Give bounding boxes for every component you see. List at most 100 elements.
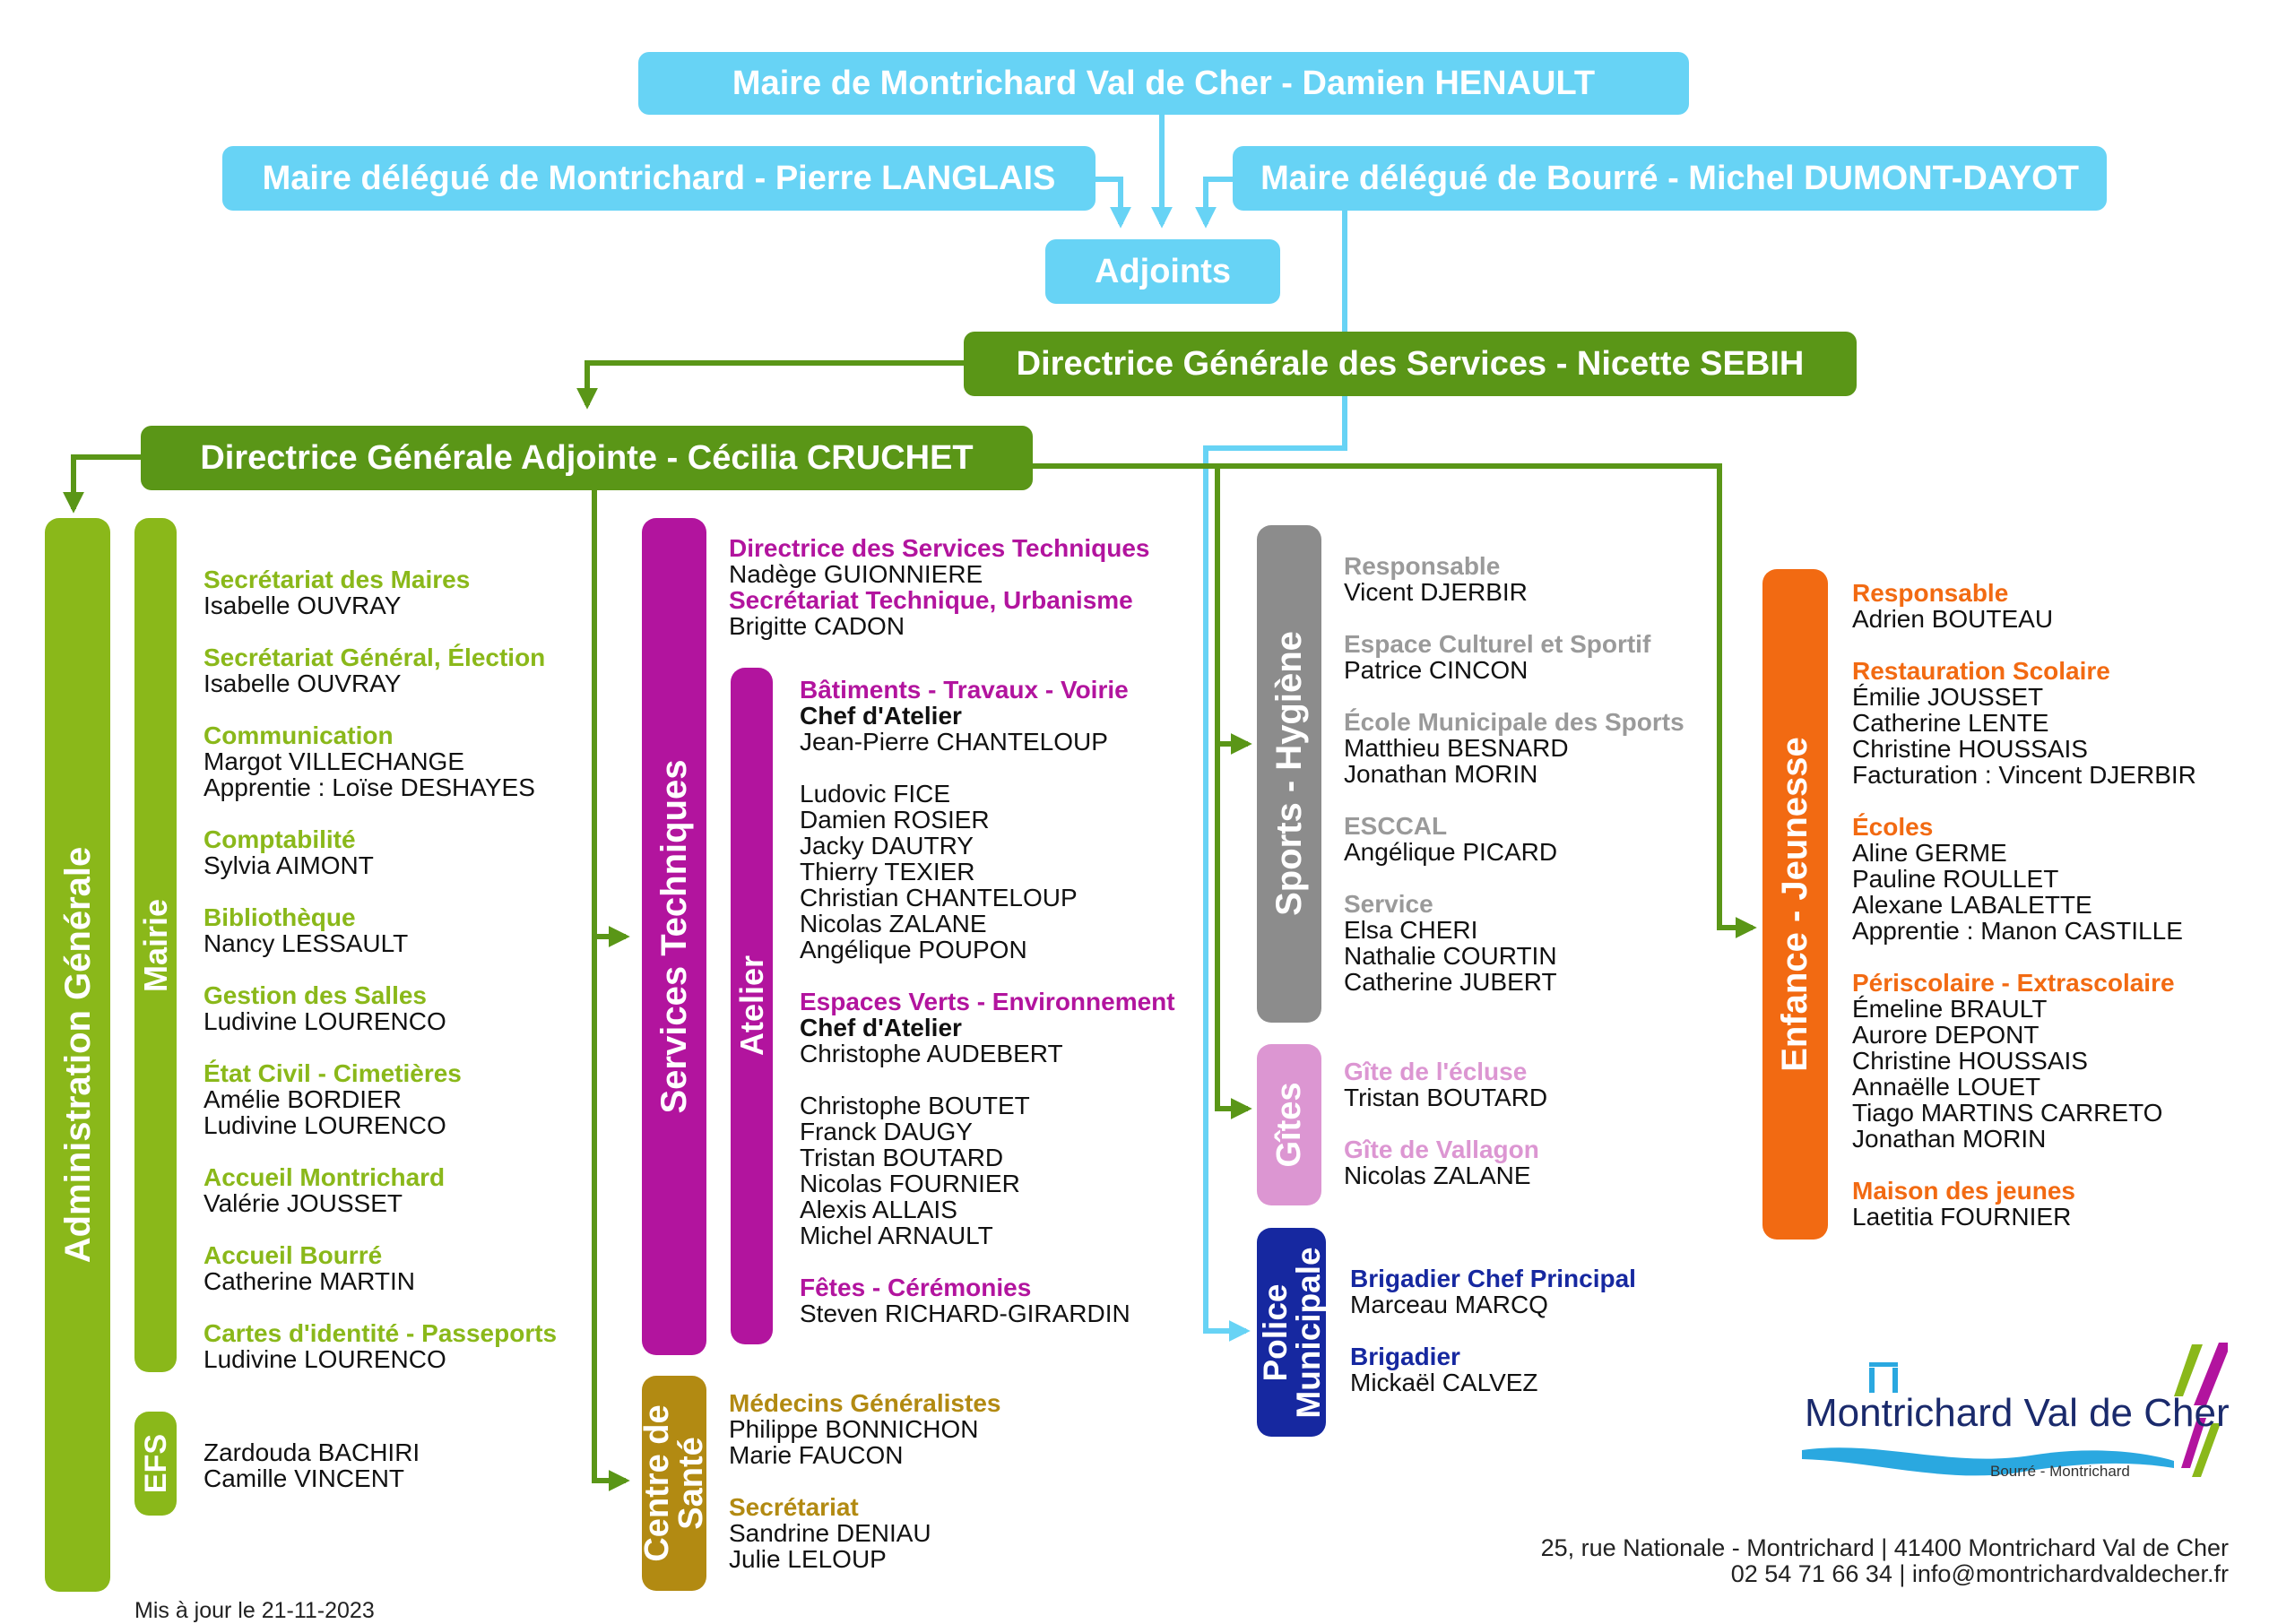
person-name: Catherine MARTIN [204,1267,416,1295]
dgs-label: Directrice Générale des Services - Nicet… [1016,344,1805,383]
atelier-list: Bâtiments - Travaux - Voirie Chef d'Atel… [800,677,1175,1326]
person-name: Nicolas ZALANE [1344,1162,1531,1189]
sports-heading: Responsable [1344,552,1501,580]
admin-title: Administration Générale [58,846,98,1264]
person-name: Brigitte CADON [729,612,905,640]
sports-heading: Service [1344,890,1433,918]
person-name: Apprentie : Manon CASTILLE [1852,917,2183,945]
person-name: Jacky DAUTRY [800,832,974,860]
person-name: Catherine JUBERT [1344,968,1557,996]
sports-heading: Espace Culturel et Sportif [1344,630,1651,658]
enfance-heading: Responsable [1852,579,2009,607]
person-name: Émilie JOUSSET [1852,683,2044,711]
person-name: Ludovic FICE [800,780,951,808]
mairie-heading: Accueil Bourré [204,1241,383,1269]
police-title-line1: Police [1257,1283,1294,1382]
logo-graphic [1802,1343,2228,1477]
enfance-heading: Restauration Scolaire [1852,657,2110,685]
efs-list: Zardouda BACHIRI Camille VINCENT [204,1439,420,1491]
person-name: Tristan BOUTARD [1344,1084,1548,1111]
person-name: Ludivine LOURENCO [204,1007,446,1035]
person-name: Ludivine LOURENCO [204,1345,446,1373]
footer-address: 25, rue Nationale - Montrichard | 41400 … [1540,1534,2229,1561]
person-name: Aurore DEPONT [1852,1021,2040,1049]
mairie-label: Mairie [137,898,174,993]
maire-label: Maire de Montrichard Val de Cher - Damie… [732,64,1596,102]
person-name: Angélique PICARD [1344,838,1558,866]
person-name: Amélie BORDIER [204,1085,402,1113]
person-name: Julie LELOUP [729,1545,887,1573]
person-name: Nancy LESSAULT [204,929,409,957]
mairie-heading: Comptabilité [204,825,356,853]
person-name: Christine HOUSSAIS [1852,1047,2088,1075]
espaces-verts-heading: Espaces Verts - Environnement [800,988,1175,1015]
person-name: Marceau MARCQ [1350,1291,1548,1318]
person-name: Jonathan MORIN [1852,1125,2047,1153]
dga-to-sante-line [592,937,630,1491]
mairie-heading: Cartes d'identité - Passeports [204,1319,558,1347]
mairie-heading: Communication [204,721,394,749]
person-name: Alexis ALLAIS [800,1196,957,1223]
chef-label: Chef d'Atelier [800,702,962,730]
enfance-bar [1762,569,1828,1240]
person-name: Philippe BONNICHON [729,1415,979,1443]
person-name: Margot VILLECHANGE [204,747,464,775]
person-name: Tristan BOUTARD [800,1144,1004,1171]
atelier-label: Atelier [733,955,770,1057]
gites-heading: Gîte de l'écluse [1344,1058,1528,1085]
mairie-bar [134,518,177,1372]
person-name: Émeline BRAULT [1852,995,2048,1023]
person-name: Mickaël CALVEZ [1350,1369,1538,1396]
atelier-bar [731,668,773,1344]
person-name: Facturation : Vincent DJERBIR [1852,761,2196,789]
update-date: Mis à jour le 21-11-2023 [134,1598,375,1623]
person-name: Catherine LENTE [1852,709,2049,737]
police-title: Police Municipale [1257,1247,1327,1419]
person-name: Nicolas FOURNIER [800,1170,1020,1197]
gites-bar [1257,1044,1321,1205]
person-name: Isabelle OUVRAY [204,592,402,619]
enfance-heading: Maison des jeunes [1852,1177,2075,1205]
admin-bar [45,518,110,1592]
person-name: Pauline ROULLET [1852,865,2059,893]
gites-title: Gîtes [1270,1082,1308,1168]
bourre-to-adjoints-line [1195,177,1233,229]
montrichard-to-adjoints-line [1094,177,1131,229]
techniques-bar [642,518,706,1355]
person-name: Christophe AUDEBERT [800,1040,1063,1067]
person-name: Angélique POUPON [800,936,1027,963]
gites-heading: Gîte de Vallagon [1344,1136,1539,1163]
delegue-montrichard-label: Maire délégué de Montrichard - Pierre LA… [262,159,1056,197]
person-name: Valérie JOUSSET [204,1189,403,1217]
dga-to-sports-line [1215,466,1252,755]
sante-heading: Médecins Généralistes [729,1389,1001,1417]
person-name: Michel ARNAULT [800,1222,993,1249]
sante-bar [642,1376,706,1591]
dga-to-enfance-line [1031,463,1757,938]
mairie-heading: Gestion des Salles [204,981,427,1009]
techniques-heading: Secrétariat Technique, Urbanisme [729,586,1133,614]
delegue-montrichard-box: Maire délégué de Montrichard - Pierre LA… [222,146,1096,211]
dga-to-admin-line [63,454,143,514]
enfance-heading: Écoles [1852,813,1934,841]
person-name: Adrien BOUTEAU [1852,605,2054,633]
logo-subtitle: Bourré - Montrichard [1990,1463,2130,1480]
enfance-title: Enfance - Jeunesse [1775,737,1814,1072]
techniques-title: Services Techniques [654,759,694,1114]
person-name: Alexane LABALETTE [1852,891,2092,919]
person-name: Sylvia AIMONT [204,851,374,879]
mairie-heading: Secrétariat des Maires [204,566,471,593]
police-title-line2: Municipale [1290,1247,1327,1419]
person-name: Damien ROSIER [800,806,990,834]
sports-heading: ESCCAL [1344,812,1448,840]
footer-contact: 02 54 71 66 34 | info@montrichardvaldech… [1730,1560,2229,1587]
person-name: Matthieu BESNARD [1344,734,1569,762]
dgs-box: Directrice Générale des Services - Nicet… [964,332,1857,396]
person-name: Elsa CHERI [1344,916,1478,944]
logo-name: Montrichard Val de Cher [1805,1391,2230,1435]
person-name: Laetitia FOURNIER [1852,1203,2072,1231]
